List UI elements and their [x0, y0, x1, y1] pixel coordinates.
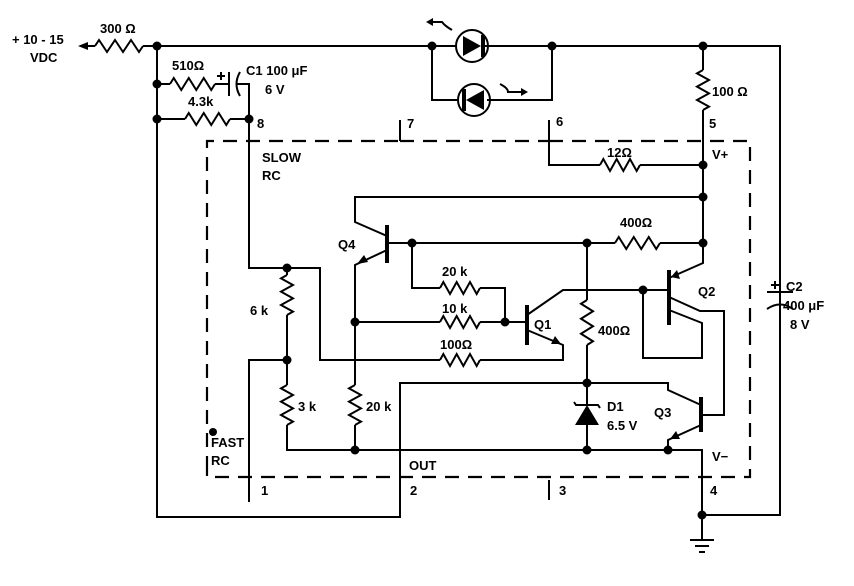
resistor-12	[599, 156, 641, 174]
label-400-v: 400Ω	[598, 323, 630, 338]
label-q2: Q2	[698, 284, 715, 299]
c1-plus-icon	[217, 72, 225, 80]
label-d1: D1	[607, 399, 624, 414]
pin-3: 3	[559, 483, 566, 498]
label-q4: Q4	[338, 237, 356, 252]
label-q1: Q1	[534, 317, 551, 332]
junction-dot	[663, 445, 673, 455]
label-slow: SLOW	[262, 150, 302, 165]
junction-dot	[500, 317, 510, 327]
pin-5: 5	[709, 116, 716, 131]
resistor-4k3	[184, 111, 231, 127]
label-vplus: V+	[712, 147, 729, 162]
label-20k-v: 20 k	[366, 399, 392, 414]
label-510: 510Ω	[172, 58, 204, 73]
junction-dot	[427, 41, 437, 51]
junction-dot	[698, 238, 708, 248]
resistor-100-top	[694, 69, 712, 111]
junction-dot	[152, 114, 162, 124]
ic-package-outline	[205, 139, 752, 479]
label-10k: 10 k	[442, 301, 468, 316]
label-d1-voltage: 6.5 V	[607, 418, 638, 433]
resistor-10k	[439, 313, 481, 331]
label-6k: 6 k	[250, 303, 269, 318]
resistor-3k	[278, 384, 296, 426]
capacitor-c1	[217, 71, 241, 97]
resistor-20k-h	[439, 279, 481, 297]
q3-emitter-arrow-icon	[670, 431, 680, 439]
label-20k-h: 20 k	[442, 264, 468, 279]
label-fast-rc: RC	[211, 453, 230, 468]
q4-emitter-arrow-icon	[357, 255, 368, 264]
q2-emitter-arrow-icon	[671, 270, 680, 279]
resistor-20k-v	[346, 384, 364, 426]
junction-dot	[282, 263, 292, 273]
junction-dot	[350, 317, 360, 327]
fast-rc-terminal	[209, 428, 217, 436]
resistor-6k	[278, 274, 296, 316]
junction-dot	[582, 238, 592, 248]
label-400-top: 400Ω	[620, 215, 652, 230]
pin-1: 1	[261, 483, 268, 498]
led-upper	[426, 18, 489, 63]
label-12: 12Ω	[607, 145, 632, 160]
led-lower	[457, 83, 528, 117]
label-c1-voltage: 6 V	[265, 82, 285, 97]
ground-icon	[690, 539, 714, 553]
resistor-400-top	[614, 235, 661, 251]
junction-dots	[152, 41, 708, 520]
label-out: OUT	[409, 458, 437, 473]
label-300: 300 Ω	[100, 21, 136, 36]
junction-dot	[282, 355, 292, 365]
resistor-300	[94, 38, 144, 54]
label-c2: C2	[786, 279, 803, 294]
junction-dot	[244, 114, 254, 124]
resistor-100	[439, 351, 481, 369]
junction-dot	[152, 79, 162, 89]
junction-dot	[697, 510, 707, 520]
label-slow-rc: RC	[262, 168, 281, 183]
label-c2-value: 400 μF	[783, 298, 824, 313]
capacitor-c2	[766, 281, 794, 310]
junction-dot	[152, 41, 162, 51]
zener-diode-d1	[573, 401, 601, 425]
supply-unit-label: VDC	[30, 50, 58, 65]
label-c1: C1 100 μF	[246, 63, 307, 78]
label-100: 100Ω	[440, 337, 472, 352]
pin-6: 6	[556, 114, 563, 129]
label-3k: 3 k	[298, 399, 317, 414]
pin-4: 4	[710, 483, 718, 498]
label-q3: Q3	[654, 405, 671, 420]
pin-8: 8	[257, 116, 264, 131]
junction-dot	[350, 445, 360, 455]
junction-dot	[638, 285, 648, 295]
junction-dot	[698, 192, 708, 202]
q1-emitter-arrow-icon	[551, 336, 561, 344]
label-c2-voltage: 8 V	[790, 317, 810, 332]
resistor-510	[169, 76, 216, 92]
resistor-400-v	[579, 299, 595, 346]
pin-7: 7	[407, 116, 414, 131]
label-vminus: V−	[712, 449, 729, 464]
label-fast: FAST	[211, 435, 244, 450]
label-100-top: 100 Ω	[712, 84, 748, 99]
junction-dot	[582, 445, 592, 455]
junction-dot	[698, 41, 708, 51]
c2-plus-icon	[771, 281, 779, 289]
junction-dot	[698, 160, 708, 170]
pin-2: 2	[410, 483, 417, 498]
junction-dot	[582, 378, 592, 388]
supply-label: + 10 - 15	[12, 32, 64, 47]
label-4k3: 4.3k	[188, 94, 214, 109]
junction-dot	[547, 41, 557, 51]
supply-arrow-icon	[78, 42, 88, 50]
junction-dot	[407, 238, 417, 248]
